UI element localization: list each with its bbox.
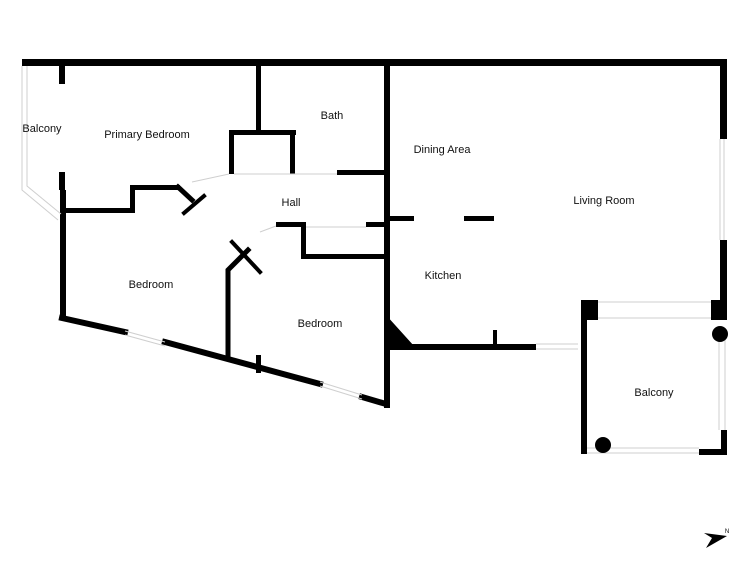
room-label-bath: Bath <box>321 110 344 122</box>
room-label-hall: Hall <box>282 197 301 209</box>
room-label-bedroom-2: Bedroom <box>298 318 343 330</box>
room-label-dining-area: Dining Area <box>414 144 472 156</box>
column-icon <box>712 326 728 342</box>
room-label-primary-bedroom: Primary Bedroom <box>104 129 190 141</box>
room-label-kitchen: Kitchen <box>425 270 462 282</box>
room-label-bedroom-1: Bedroom <box>129 279 174 291</box>
right-balcony-walls <box>581 300 728 455</box>
room-label-living-room: Living Room <box>573 195 634 207</box>
room-label-balcony-right: Balcony <box>634 387 674 399</box>
windows <box>21 66 725 400</box>
interior-walls <box>62 66 578 373</box>
north-label: N <box>725 529 729 535</box>
room-label-balcony-left: Balcony <box>22 123 62 135</box>
column-icon <box>595 437 611 453</box>
hall-lines <box>191 173 366 233</box>
north-arrow-icon: N <box>704 529 729 548</box>
outer-walls <box>22 59 727 408</box>
